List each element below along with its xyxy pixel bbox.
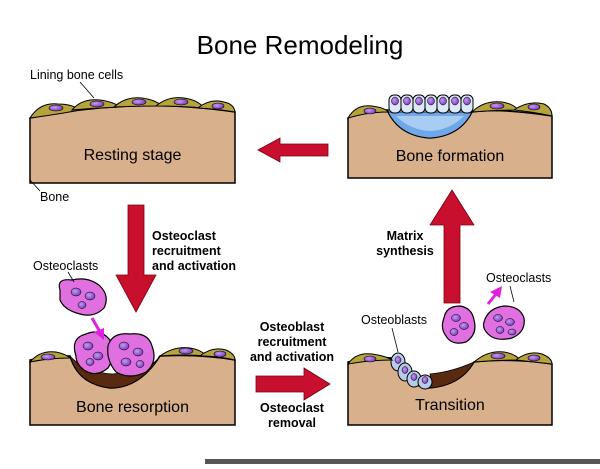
bone-block bbox=[29, 104, 236, 184]
arrow-formation-to-resting bbox=[257, 137, 329, 163]
lining-cells-transition bbox=[346, 351, 553, 365]
transition-panel bbox=[346, 285, 553, 426]
osteoclasts-resorbing bbox=[73, 331, 155, 377]
osteoclast-removal-text: Osteoclast removal bbox=[260, 401, 324, 430]
lining-bone-cells bbox=[29, 97, 236, 119]
free-osteoclast-left bbox=[58, 278, 107, 316]
resting-stage-panel bbox=[29, 81, 236, 192]
lining-cells-resorption bbox=[28, 347, 236, 363]
bone-label: Bone bbox=[40, 190, 70, 204]
diagram-title: Bone Remodeling bbox=[196, 30, 404, 60]
bottom-divider bbox=[205, 459, 600, 464]
bone-formation-label: Bone formation bbox=[395, 148, 505, 165]
bone-resorption-panel bbox=[28, 271, 236, 426]
bone-resorption-label: Bone resorption bbox=[76, 399, 189, 416]
red-arrows bbox=[115, 137, 475, 401]
bone-formation-panel bbox=[346, 94, 553, 179]
magenta-arrow bbox=[486, 293, 498, 305]
arrow-resorption-to-transition bbox=[255, 367, 331, 401]
resting-stage-label: Resting stage bbox=[83, 147, 182, 164]
osteoclast-recruitment-text: Osteoclast recruitment and activation bbox=[152, 229, 237, 273]
arrow-transition-to-formation bbox=[429, 189, 475, 304]
transition-label: Transition bbox=[415, 397, 485, 414]
departing-osteoclasts bbox=[441, 305, 525, 344]
magenta-arrow bbox=[90, 317, 102, 333]
osteoblasts-label: Osteoblasts bbox=[361, 313, 428, 327]
osteoclasts-label-right: Osteoclasts bbox=[486, 271, 552, 285]
lining-bone-cells-label: Lining bone cells bbox=[30, 68, 124, 82]
arrow-resting-to-resorption bbox=[115, 204, 157, 313]
osteoclasts-label-left: Osteoclasts bbox=[33, 259, 99, 273]
osteoblasts-transition bbox=[390, 352, 433, 390]
osteoblasts-row-formation bbox=[388, 94, 474, 114]
osteoblast-recruitment-text: Osteoblast recruitment and activation bbox=[249, 320, 335, 364]
lining-cells-right bbox=[346, 101, 553, 119]
matrix-synthesis-text: Matrix synthesis bbox=[376, 229, 434, 258]
